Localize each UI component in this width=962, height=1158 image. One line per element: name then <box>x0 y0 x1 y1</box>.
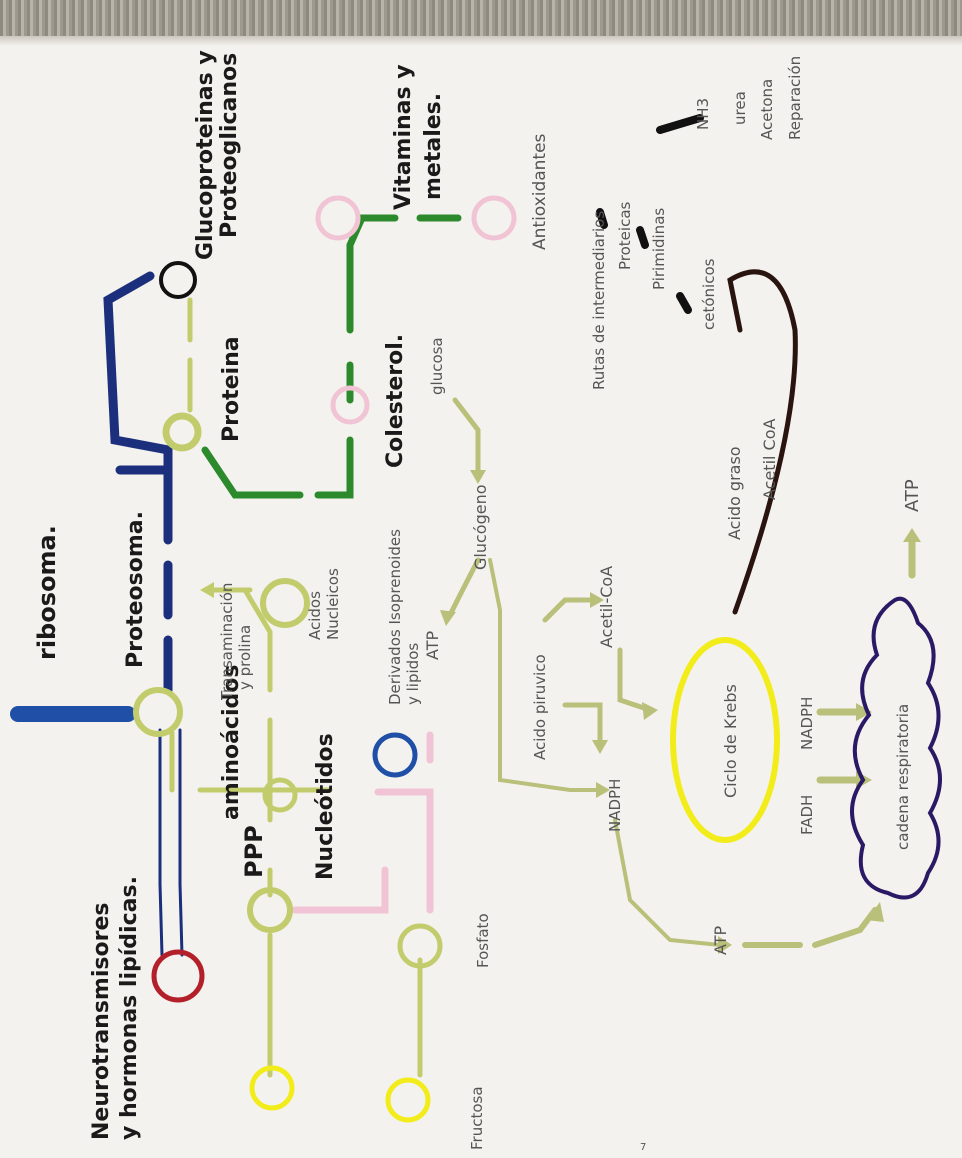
label-acidos: Acidos <box>306 591 324 640</box>
label-hormonas: y hormonas lipídicas. <box>117 876 142 1140</box>
glucolisis-line <box>488 558 602 792</box>
label-nadph-right: NADPH <box>798 697 816 750</box>
label-nucleotidos: Nucleótidos <box>313 733 338 880</box>
arrowhead <box>642 702 658 720</box>
label-acetil-coa: Acetil CoA <box>760 418 779 500</box>
aminoacid-line <box>169 730 333 793</box>
node-isoprenoides[interactable] <box>372 732 418 778</box>
arrowhead <box>470 470 486 484</box>
label-aminoacidos: aminoácidos <box>219 665 244 820</box>
node-glucosa-left[interactable] <box>249 1065 295 1111</box>
krebs-out-arrows <box>816 708 864 784</box>
piruvato-down <box>562 702 603 743</box>
label-nh3: NH3 <box>694 98 712 130</box>
label-fosfato: Fosfato <box>474 913 492 968</box>
label-nadph-left: NADPH <box>606 779 624 832</box>
label-acido-graso: Acido graso <box>725 446 744 540</box>
node-neurotransmisores[interactable] <box>151 949 205 1003</box>
label-ciclo-krebs: Ciclo de Krebs <box>721 684 740 798</box>
label-y-lipidos: y lipidos <box>404 643 422 705</box>
arrowhead <box>856 703 872 721</box>
node-vitaminas[interactable] <box>315 195 361 241</box>
label-pirimidinas: Pirimidinas <box>650 208 668 290</box>
label-proteosoma: Proteosoma. <box>123 511 148 668</box>
acetil-arrow <box>617 647 653 713</box>
double-line-right <box>178 728 184 957</box>
piruvato-arrow <box>542 597 593 623</box>
green-connector <box>201 214 462 499</box>
glucosa-arrow <box>452 397 481 473</box>
glucogeno-atp-arrow <box>447 557 481 618</box>
black-dashes <box>596 114 704 314</box>
page-mark: 7 <box>640 1142 646 1153</box>
label-rutas: Rutas de intermediarios <box>590 211 608 390</box>
label-proteicas: Proteicas <box>616 201 634 270</box>
label-proteoglicanos: Proteoglicanos <box>217 53 242 238</box>
node-glucosa-bottom[interactable] <box>385 1077 431 1123</box>
label-atp-glucolisis: ATP <box>423 631 442 660</box>
node-ciclo-krebs[interactable] <box>670 637 780 843</box>
label-ppp: PPP <box>240 825 268 878</box>
label-glucosa: glucosa <box>428 337 446 395</box>
label-vitaminas: Vitaminas y <box>391 64 416 210</box>
label-reparacion: Reparación <box>786 56 804 140</box>
label-cadena: cadena respiratoria <box>894 704 912 850</box>
label-nucleicos: Nucleicos <box>324 568 342 640</box>
label-colesterol: Colesterol. <box>383 334 408 468</box>
arrowhead <box>592 740 608 754</box>
label-proteina: Proteina <box>219 336 244 442</box>
label-glucogeno: Glucógeno <box>471 485 490 571</box>
connector-lines <box>10 114 916 1078</box>
arrowhead <box>903 528 921 542</box>
node-proteina[interactable] <box>162 412 202 452</box>
label-ribosoma: ribosoma. <box>33 525 61 660</box>
node-nucleotidos-top[interactable] <box>260 578 310 628</box>
nodes <box>133 195 942 1123</box>
node-colesterol[interactable] <box>330 385 370 425</box>
label-urea: urea <box>731 91 749 125</box>
node-antioxidantes[interactable] <box>471 195 517 241</box>
nadph-curve <box>613 818 722 947</box>
arrowhead <box>590 592 604 608</box>
label-cetonicos: cetónicos <box>700 258 718 330</box>
bold-labels: Neurotransmisores y hormonas lipídicas. … <box>33 50 446 1140</box>
label-neurotransmisores: Neurotransmisores <box>89 903 114 1140</box>
paper-edge-texture <box>0 0 962 46</box>
label-piruvato: Acido piruvico <box>531 654 549 760</box>
label-fructosa: Fructosa <box>468 1086 486 1150</box>
label-acetona: Acetona <box>758 79 776 140</box>
thin-labels: Transaminación y prolina Acidos Nucleico… <box>218 56 923 1153</box>
label-glucoproteinas: Glucoproteinas y <box>193 50 218 260</box>
label-atp-left: ATP <box>711 926 730 955</box>
atp-chain-arrows <box>742 907 878 948</box>
arrowhead <box>866 902 884 922</box>
label-derivados-isoprenoides: Derivados Isoprenoides <box>386 529 404 705</box>
label-acetil-coa-top: Acetil-CoA <box>597 566 616 648</box>
node-aminoacidos[interactable] <box>133 687 183 737</box>
arrowheads <box>200 470 921 954</box>
node-ppp-mid[interactable] <box>262 777 298 813</box>
arrowhead <box>596 782 610 798</box>
label-antioxidantes: Antioxidantes <box>530 133 550 250</box>
node-fructosa[interactable] <box>397 923 443 969</box>
node-cadena-respiratoria[interactable] <box>850 596 942 900</box>
label-metales: metales. <box>421 93 446 200</box>
proteosome-line <box>103 271 173 695</box>
glucose-line <box>267 957 423 1078</box>
label-atp-final: ATP <box>902 479 923 512</box>
label-y-prolina: y prolina <box>236 625 254 690</box>
arrowhead <box>718 936 732 954</box>
arrowhead <box>440 610 456 626</box>
label-fadh: FADH <box>798 795 816 835</box>
pink-line-ppp <box>291 788 434 914</box>
arrowhead <box>200 582 214 598</box>
double-line-left <box>158 728 164 957</box>
node-glucoproteinas[interactable] <box>159 261 197 299</box>
node-ppp[interactable] <box>247 887 293 933</box>
label-transaminacion: Transaminación <box>218 583 236 701</box>
ketone-line <box>727 269 798 615</box>
